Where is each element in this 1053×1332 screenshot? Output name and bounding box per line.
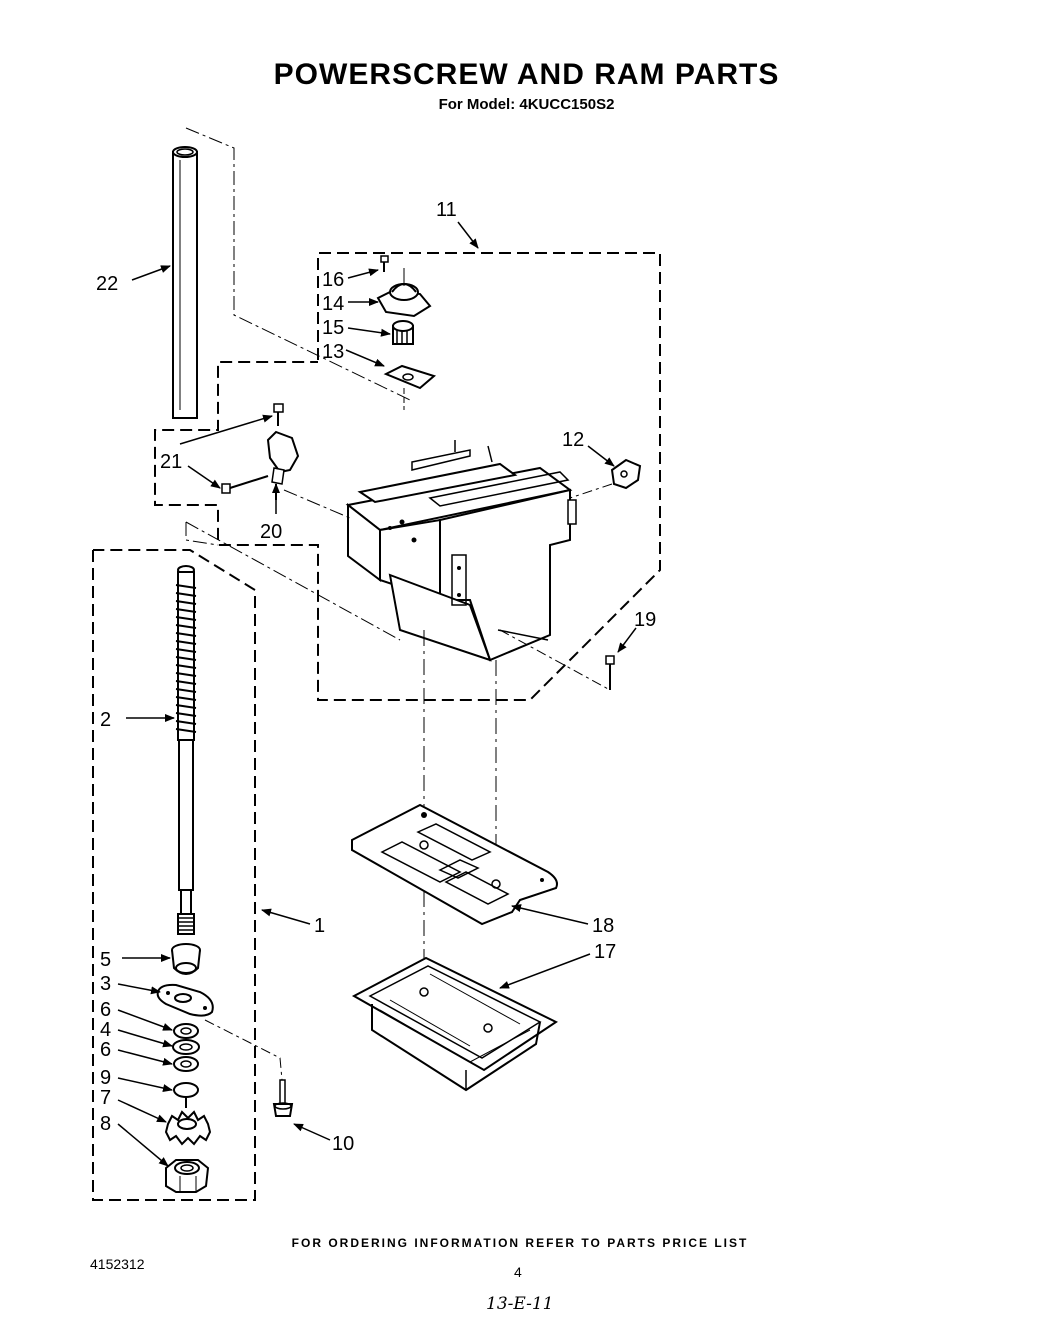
part-20-bracket (266, 430, 300, 500)
part-4-washer (172, 1039, 200, 1055)
callout-19: 19 (634, 609, 656, 631)
assembly-11-outline (154, 252, 661, 701)
callout-13: 13 (322, 341, 344, 363)
model-subtitle: For Model: 4KUCC150S2 (438, 96, 615, 113)
part-10-screw (272, 1079, 294, 1117)
callout-18: 18 (592, 915, 614, 937)
handwritten-note: 13-E-11 (486, 1294, 554, 1314)
callout-7: 7 (100, 1087, 111, 1109)
part-15-gear (392, 320, 414, 345)
part-17-tray (351, 956, 558, 1092)
leader-lines (117, 221, 637, 1167)
alignment-line-10 (204, 1019, 283, 1081)
callout-21: 21 (160, 451, 182, 473)
part-6-washer (173, 1023, 199, 1039)
callout-1: 1 (314, 915, 325, 937)
part-2-powerscrew (175, 565, 197, 935)
callout-10: 10 (332, 1133, 354, 1155)
callout-5: 5 (100, 949, 111, 971)
callout-3: 3 (100, 973, 111, 995)
alignment-line-tube (185, 127, 411, 401)
callout-20: 20 (260, 521, 282, 543)
part-6-washer-lower (173, 1056, 199, 1072)
page-number: 4 (514, 1264, 522, 1280)
callout-8: 8 (100, 1113, 111, 1135)
callout-2: 2 (100, 709, 111, 731)
part-12-clip (610, 458, 642, 490)
callout-9: 9 (100, 1067, 111, 1089)
part-22-tube (172, 146, 198, 419)
ordering-info: FOR ORDERING INFORMATION REFER TO PARTS … (291, 1236, 749, 1250)
callout-12: 12 (562, 429, 584, 451)
callout-14: 14 (322, 293, 344, 315)
part-16-screw (380, 255, 389, 272)
callout-6b: 6 (100, 1039, 111, 1061)
part-21-screw-side (221, 475, 269, 494)
part-9-washer (173, 1082, 199, 1108)
part-13-plate (383, 364, 437, 390)
part-3-plate (156, 983, 214, 1017)
ram-body (345, 440, 577, 662)
page-title: POWERSCREW AND RAM PARTS (273, 58, 780, 91)
part-7-sprocket (164, 1110, 212, 1146)
part-14-mount (376, 268, 432, 318)
part-19-screw (605, 655, 615, 690)
document-number: 4152312 (90, 1256, 145, 1272)
part-18-plate (351, 803, 558, 926)
callout-17: 17 (594, 941, 616, 963)
callout-15: 15 (322, 317, 344, 339)
callout-16: 16 (322, 269, 344, 291)
callout-22: 22 (96, 273, 118, 295)
part-5-bearing (171, 943, 201, 975)
alignment-line-shaft (185, 522, 219, 546)
part-8-nut (165, 1159, 210, 1193)
callout-6a: 6 (100, 999, 111, 1021)
assembly-1-outline (92, 549, 256, 1201)
callout-11: 11 (436, 199, 457, 221)
callout-4: 4 (100, 1019, 111, 1041)
part-21-screw-top (273, 403, 284, 426)
